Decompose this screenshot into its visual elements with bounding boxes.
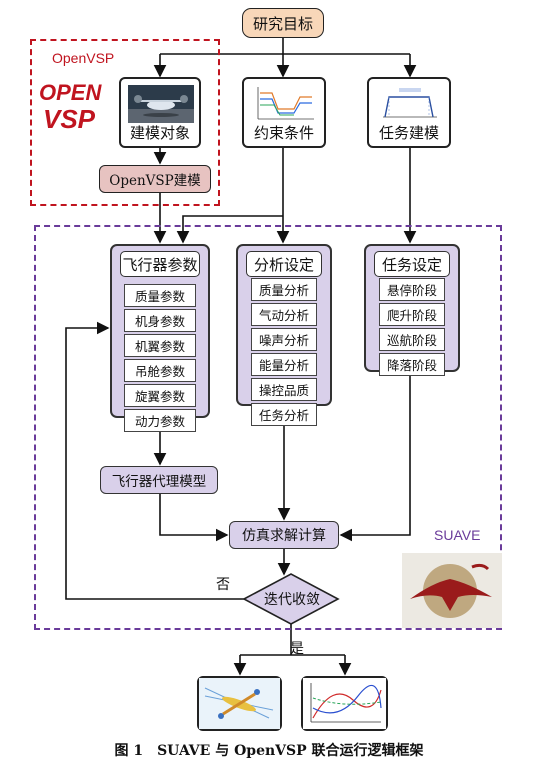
constraints-caption: 约束条件 [253, 124, 314, 142]
aircraft-parameters-title: 飞行器参数 [120, 251, 200, 277]
modeling-object-box: 建模对象 [119, 77, 201, 148]
analysis-item: 能量分析 [251, 353, 317, 376]
result-curve-plot [303, 678, 386, 729]
mission-settings-title: 任务设定 [374, 251, 450, 277]
aircraft-proxy-model: 飞行器代理模型 [100, 466, 218, 494]
mission-phase-item: 巡航阶段 [379, 328, 445, 351]
mission-profile-image [379, 85, 441, 123]
suave-frame [34, 225, 502, 630]
analysis-item: 任务分析 [251, 403, 317, 426]
suave-frame-title: SUAVE [434, 527, 481, 543]
analysis-settings-panel: 分析设定 质量分析 气动分析 噪声分析 能量分析 操控品质 任务分析 [236, 244, 332, 426]
aircraft-param-item: 质量参数 [124, 284, 196, 307]
convergence-check-label: 迭代收敛 [264, 592, 320, 608]
analysis-item: 噪声分析 [251, 328, 317, 351]
aircraft-render-image [128, 85, 194, 123]
analysis-item: 气动分析 [251, 303, 317, 326]
analysis-item: 质量分析 [251, 278, 317, 301]
decision-diamond [242, 573, 340, 625]
simulation-solver: 仿真求解计算 [229, 521, 339, 549]
svg-text:VSP: VSP [43, 104, 96, 132]
openvsp-frame-title: OpenVSP [52, 50, 115, 66]
result-model-image [197, 676, 282, 731]
openvsp-logo: OPEN VSP [39, 80, 102, 132]
mission-phase-item: 爬升阶段 [379, 303, 445, 326]
aircraft-parameters-panel: 飞行器参数 质量参数 机身参数 机翼参数 吊舱参数 旋翼参数 动力参数 [110, 244, 210, 432]
aircraft-param-item: 动力参数 [124, 409, 196, 432]
aircraft-param-item: 机翼参数 [124, 334, 196, 357]
branch-no-label: 否 [216, 577, 230, 593]
mission-settings-panel: 任务设定 悬停阶段 爬升阶段 巡航阶段 降落阶段 [364, 244, 460, 376]
branch-yes-label: 是 [290, 641, 304, 657]
suave-logo [402, 553, 502, 628]
constraint-plot-image [254, 85, 316, 123]
mission-modeling-caption: 任务建模 [378, 124, 439, 142]
openvsp-frame [30, 39, 220, 206]
constraints-box: 约束条件 [242, 77, 326, 148]
analysis-settings-title: 分析设定 [246, 251, 322, 277]
aircraft-flow-render [199, 678, 280, 729]
openvsp-modeling-step: OpenVSP建模 [99, 165, 211, 193]
result-plot-image [301, 676, 388, 731]
mission-phase-item: 降落阶段 [379, 353, 445, 376]
mission-phase-item: 悬停阶段 [379, 278, 445, 301]
svg-text:OPEN: OPEN [39, 80, 102, 105]
aircraft-param-item: 机身参数 [124, 309, 196, 332]
mission-modeling-box: 任务建模 [367, 77, 451, 148]
analysis-item: 操控品质 [251, 378, 317, 401]
aircraft-param-item: 旋翼参数 [124, 384, 196, 407]
modeling-object-caption: 建模对象 [129, 124, 190, 142]
figure-caption: 图 1 SUAVE 与 OpenVSP 联合运行逻辑框架 [114, 743, 424, 759]
research-goal: 研究目标 [242, 8, 324, 38]
aircraft-param-item: 吊舱参数 [124, 359, 196, 382]
